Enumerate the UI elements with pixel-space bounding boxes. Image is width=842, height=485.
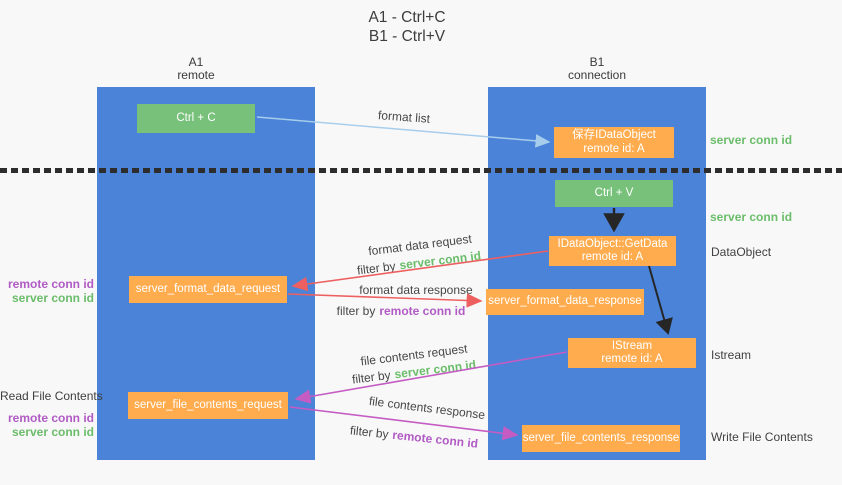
save-idataobject-node: 保存IDataObject remote id: A — [554, 127, 674, 158]
column-b1-name: B1 — [589, 55, 605, 69]
right-label-server-conn-id-top: server conn id — [710, 133, 793, 147]
getdata-line2: remote id: A — [581, 251, 644, 263]
istream-line1: IStream — [611, 339, 653, 352]
format-response-label: server_format_data_response — [488, 295, 642, 308]
left-label-server-conn-id-top: server conn id — [11, 290, 94, 305]
ctrl-c-label: Ctrl + C — [176, 111, 216, 124]
istream-node: IStream remote id: A — [568, 338, 696, 368]
label-format-list: format list — [377, 108, 431, 126]
file-response-label: server_file_contents_response — [522, 431, 680, 444]
filter-by-text: filter by — [351, 367, 392, 387]
idataobject-getdata-node: IDataObject::GetData remote id: A — [549, 236, 676, 266]
filter-by-text: filter by — [336, 304, 376, 318]
column-header-b1: B1 connection — [537, 56, 657, 81]
ctrl-v-node: Ctrl + V — [555, 180, 673, 207]
remote-conn-id-text: remote conn id — [391, 427, 479, 451]
right-label-server-conn-id-mid: server conn id — [710, 210, 793, 224]
server-file-contents-response-node: server_file_contents_response — [522, 425, 680, 452]
right-label-write-file-contents: Write File Contents — [711, 430, 813, 444]
remote-conn-id-text: remote conn id — [379, 304, 466, 318]
save-idataobject-line1: 保存IDataObject — [572, 129, 656, 141]
right-label-dataobject: DataObject — [711, 245, 772, 259]
column-b1-subtitle: connection — [567, 67, 627, 82]
getdata-line1: IDataObject::GetData — [557, 237, 668, 250]
server-format-data-request-node: server_format_data_request — [129, 276, 287, 303]
label-format-data-response: format data response — [359, 283, 473, 297]
left-conn-labels-bottom: remote conn id server conn id — [0, 411, 94, 439]
title-line-2: B1 - Ctrl+V — [368, 28, 446, 45]
left-label-server-conn-id-bottom: server conn id — [11, 424, 94, 439]
left-conn-labels-top: remote conn id server conn id — [0, 277, 94, 305]
ctrl-c-node: Ctrl + C — [137, 104, 255, 133]
left-label-remote-conn-id-bottom: remote conn id — [7, 411, 94, 425]
column-header-a1: A1 remote — [136, 56, 256, 81]
file-request-label: server_file_contents_request — [134, 398, 282, 411]
label-file-contents-response: file contents response — [368, 393, 486, 423]
server-file-contents-request-node: server_file_contents_request — [128, 392, 288, 419]
filter-by-text: filter by — [356, 258, 397, 278]
title-line-1: A1 - Ctrl+C — [368, 9, 446, 26]
left-label-remote-conn-id-top: remote conn id — [7, 277, 94, 291]
save-idataobject-line2: remote id: A — [583, 142, 645, 155]
left-label-read-file-contents: Read File Contents — [0, 389, 103, 403]
istream-line2: remote id: A — [601, 353, 663, 365]
filter-by-text: filter by — [349, 423, 390, 442]
column-a1-name: A1 — [188, 55, 204, 69]
server-format-data-response-node: server_format_data_response — [486, 289, 644, 315]
ctrl-v-label: Ctrl + V — [594, 186, 634, 199]
column-a1-subtitle: remote — [177, 67, 215, 82]
right-label-istream: Istream — [711, 348, 752, 362]
diagram-title: A1 - Ctrl+C B1 - Ctrl+V — [287, 8, 527, 46]
format-request-label: server_format_data_request — [135, 282, 281, 295]
dashed-separator-line — [0, 168, 842, 173]
